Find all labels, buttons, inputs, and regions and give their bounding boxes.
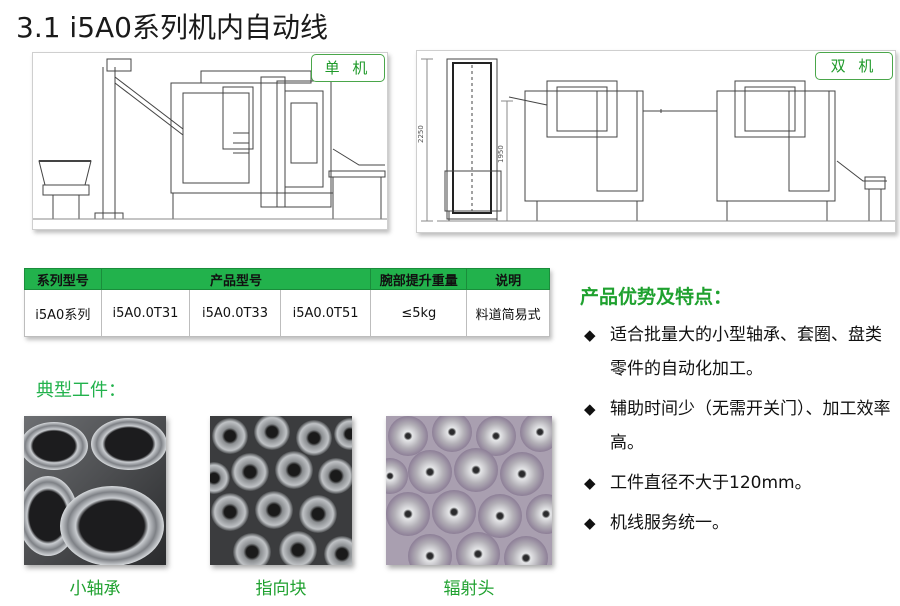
- advantage-text: 辅助时间少（无需开关门）、加工效率高。: [610, 399, 891, 453]
- advantage-text: 机线服务统一。: [610, 513, 729, 533]
- list-item: ◆ 适合批量大的小型轴承、套圈、盘类零件的自动化加工。: [584, 318, 896, 386]
- index-block-photo: [210, 416, 352, 565]
- advantage-text: 适合批量大的小型轴承、套圈、盘类零件的自动化加工。: [610, 325, 882, 379]
- list-item: ◆ 辅助时间少（无需开关门）、加工效率高。: [584, 392, 896, 460]
- cell-model-2: i5A0.0T33: [189, 289, 281, 337]
- double-machine-line-art: 2250 1950: [417, 58, 895, 222]
- header-wrist-payload: 腕部提升重量: [370, 268, 468, 290]
- caption-small-bearing: 小轴承: [69, 579, 121, 599]
- advantages-heading: 产品优势及特点：: [580, 286, 733, 308]
- index-blocks-image: [210, 416, 352, 565]
- single-machine-line-art: [33, 58, 387, 220]
- cell-model-3: i5A0.0T51: [279, 289, 372, 337]
- typical-parts-heading: 典型工件：: [36, 380, 126, 401]
- bearing-rings-image: [24, 416, 166, 565]
- cell-series: i5A0系列: [24, 289, 102, 337]
- header-series: 系列型号: [24, 268, 102, 290]
- double-machine-callout: 双 机: [815, 52, 893, 80]
- double-machine-drawing: 2250 1950: [416, 50, 896, 233]
- diamond-bullet-icon: ◆: [584, 514, 596, 532]
- dim-machine-height: 1950: [497, 145, 505, 163]
- advantages-list: ◆ 适合批量大的小型轴承、套圈、盘类零件的自动化加工。 ◆ 辅助时间少（无需开关…: [584, 318, 896, 546]
- header-product-model: 产品型号: [100, 268, 372, 290]
- page-title: 3.1 i5A0系列机内自动线: [16, 11, 328, 44]
- spec-table: 系列型号 产品型号 腕部提升重量 说明 i5A0系列 i5A0.0T31 i5A…: [24, 268, 550, 337]
- table-header-row: 系列型号 产品型号 腕部提升重量 说明: [24, 268, 550, 290]
- caption-index-block: 指向块: [255, 579, 307, 599]
- cell-description: 料道简易式: [466, 289, 550, 337]
- diamond-bullet-icon: ◆: [584, 474, 596, 492]
- single-machine-callout: 单 机: [311, 54, 385, 82]
- list-item: ◆ 机线服务统一。: [584, 506, 896, 540]
- cell-model-1: i5A0.0T31: [100, 289, 191, 337]
- dim-total-height: 2250: [417, 125, 425, 143]
- diamond-bullet-icon: ◆: [584, 326, 596, 344]
- radiation-heads-image: [386, 416, 552, 565]
- cell-payload: ≤5kg: [370, 289, 468, 337]
- diamond-bullet-icon: ◆: [584, 400, 596, 418]
- advantage-text: 工件直径不大于120mm。: [610, 473, 812, 493]
- radiation-head-photo: [386, 416, 552, 565]
- header-description: 说明: [466, 268, 550, 290]
- caption-radiation-head: 辐射头: [443, 579, 495, 599]
- table-row: i5A0系列 i5A0.0T31 i5A0.0T33 i5A0.0T51 ≤5k…: [24, 289, 550, 337]
- bearing-photo: [24, 416, 166, 565]
- list-item: ◆ 工件直径不大于120mm。: [584, 466, 896, 500]
